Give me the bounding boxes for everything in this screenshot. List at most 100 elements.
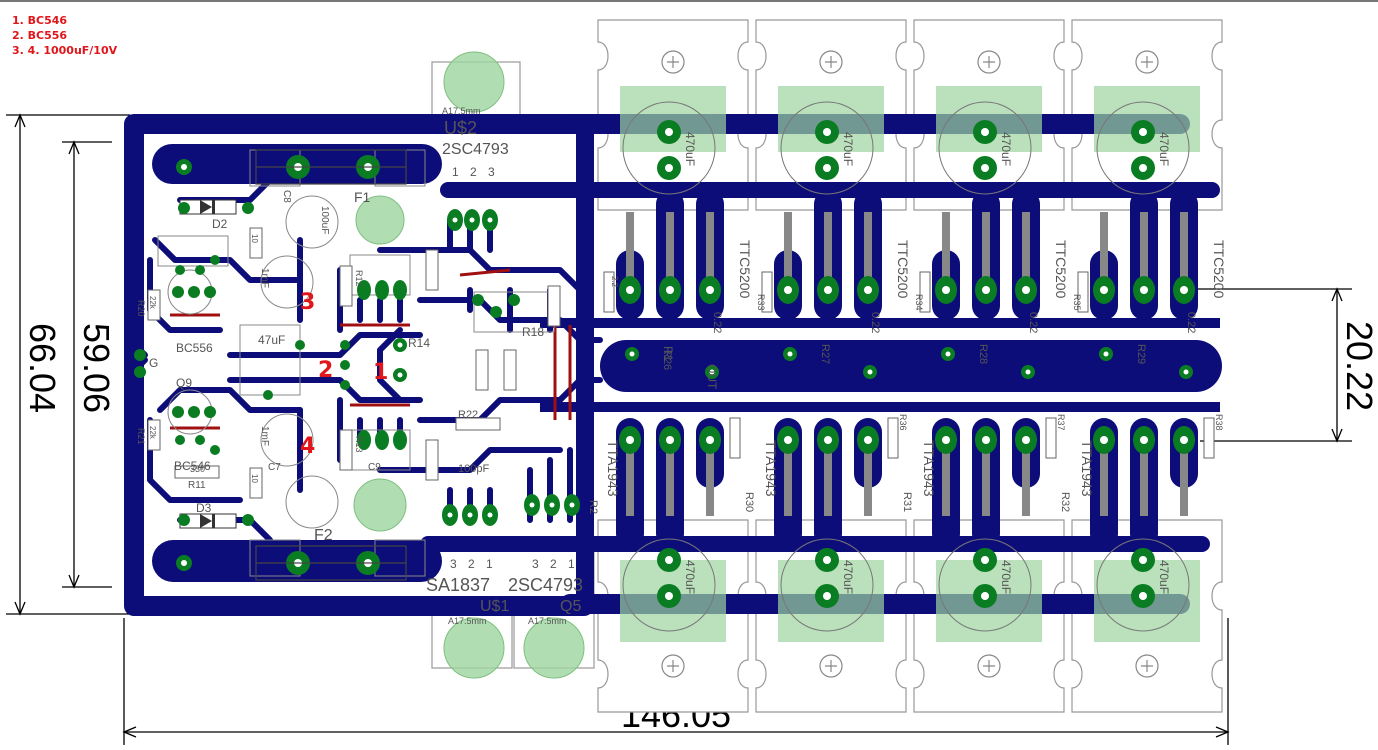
label-g: G bbox=[149, 356, 158, 370]
cap-value-top-1: 470uF bbox=[683, 132, 697, 166]
trimmer-pots bbox=[353, 51, 585, 679]
u1-pin-1: 1 bbox=[486, 557, 493, 571]
u1-pin-2: 2 bbox=[468, 557, 475, 571]
label-out: OUT bbox=[705, 364, 719, 390]
tta1943-label-3: TTA1943 bbox=[921, 440, 937, 497]
dimension-rail-gap: 20.22 bbox=[1339, 321, 1378, 411]
label-1mf-bot: 1mF bbox=[259, 426, 270, 446]
r32-label: R32 bbox=[1059, 492, 1071, 512]
u2-pin-1: 1 bbox=[452, 165, 459, 179]
note-3: 3. 4. 1000uF/10V bbox=[12, 44, 118, 57]
r2-label: R2 bbox=[587, 500, 599, 514]
label-1mf-top: 1mF bbox=[259, 268, 270, 288]
label-r11: R11 bbox=[188, 480, 206, 491]
cap-value-top-2: 470uF bbox=[841, 132, 855, 166]
label-10-bot: 10 bbox=[250, 474, 259, 483]
label-bc556: BC556 bbox=[176, 341, 213, 355]
ttc5200-label-1: TTC5200 bbox=[737, 240, 753, 299]
marker-1: 1 bbox=[373, 360, 388, 385]
diodes bbox=[179, 199, 237, 529]
label-bc546: BC546 bbox=[174, 459, 211, 473]
q5-pin-3: 3 bbox=[532, 557, 539, 571]
emitter-res-4: 0.22 bbox=[1185, 312, 1197, 333]
r37-label: R37 bbox=[1056, 414, 1066, 431]
r27-label: R27 bbox=[819, 344, 831, 364]
tta1943-label-4: TTA1943 bbox=[1079, 440, 1095, 497]
r29-label: R29 bbox=[1135, 344, 1147, 364]
dimension-height-outer: 66.04 bbox=[22, 323, 63, 413]
ttc5200-label-4: TTC5200 bbox=[1211, 240, 1227, 299]
r34-label: R34 bbox=[914, 294, 924, 311]
fuse-holders bbox=[255, 149, 407, 581]
cap-value-top-3: 470uF bbox=[999, 132, 1013, 166]
r36-label-top: R36 bbox=[898, 414, 908, 431]
label-a17-top: A17.5mm bbox=[442, 106, 481, 116]
label-100uf-top: 100uF bbox=[319, 206, 330, 234]
q5-label: Q5 bbox=[560, 598, 581, 615]
dimension-height-inner: 59.06 bbox=[76, 323, 117, 413]
emitter-res-3: 0.22 bbox=[1027, 312, 1039, 333]
label-r18: R18 bbox=[522, 325, 544, 339]
r38-label: R38 bbox=[1214, 414, 1224, 431]
label-d3: D3 bbox=[196, 501, 212, 515]
transistor-pads bbox=[619, 276, 1195, 454]
label-r14: R14 bbox=[408, 336, 430, 350]
cap-value-bot-3: 470uF bbox=[999, 560, 1013, 594]
bulk-capacitors bbox=[620, 86, 1200, 642]
u1-part-label: SA1837 bbox=[426, 575, 490, 595]
label-22k-top: 22k bbox=[148, 296, 157, 310]
r33-label: R33 bbox=[756, 294, 766, 311]
cap-value-bot-4: 470uF bbox=[1157, 560, 1171, 594]
ttc5200-label-2: TTC5200 bbox=[895, 240, 911, 299]
q5-part-label: 2SC4793 bbox=[508, 575, 583, 595]
cap-value-bot-2: 470uF bbox=[841, 560, 855, 594]
label-330: 330 bbox=[190, 464, 205, 474]
label-22k-bot: 22k bbox=[148, 426, 157, 440]
mounting-holes bbox=[661, 50, 1159, 678]
label-r13: R13 bbox=[354, 436, 364, 453]
label-r12: R12 bbox=[354, 270, 364, 287]
tta1943-label-1: TTA1943 bbox=[605, 440, 621, 497]
r30-label: R30 bbox=[743, 492, 755, 512]
note-1: 1. BC546 bbox=[12, 14, 68, 27]
label-r20: R20 bbox=[136, 300, 146, 317]
label-c7: C7 bbox=[268, 462, 281, 473]
r28-label: R28 bbox=[977, 344, 989, 364]
u2-pin-2: 2 bbox=[470, 165, 477, 179]
label-r1: R1 bbox=[661, 346, 675, 362]
emitter-res-1: 0.22 bbox=[711, 312, 723, 333]
label-res-value: 2.2 bbox=[610, 276, 619, 288]
label-47uf: 47uF bbox=[258, 333, 285, 347]
parts-notes: 1. BC546 2. BC556 3. 4. 1000uF/10V bbox=[12, 13, 117, 58]
tta1943-label-2: TTA1943 bbox=[763, 440, 779, 497]
r26-label: R26 bbox=[661, 350, 673, 370]
u2-label: U$2 bbox=[444, 118, 477, 138]
label-r22: R22 bbox=[458, 409, 478, 421]
cap-value-top-4: 470uF bbox=[1157, 132, 1171, 166]
cap-value-bot-1: 470uF bbox=[683, 560, 697, 594]
dimension-lines bbox=[6, 113, 1352, 745]
bias-resistors bbox=[603, 271, 1215, 459]
marker-4: 4 bbox=[300, 434, 315, 459]
r31-label: R31 bbox=[901, 492, 913, 512]
label-c8: C8 bbox=[281, 190, 292, 203]
small-resistors bbox=[147, 227, 561, 499]
label-f1: F1 bbox=[354, 189, 371, 205]
u1-pin-3: 3 bbox=[450, 557, 457, 571]
label-c9: C9 bbox=[368, 462, 381, 473]
marker-3: 3 bbox=[300, 290, 315, 315]
label-100pf: 100pF bbox=[458, 463, 489, 475]
label-f2: F2 bbox=[314, 527, 333, 544]
u2-pin-3: 3 bbox=[488, 165, 495, 179]
note-2: 2. BC556 bbox=[12, 29, 68, 42]
label-a17-bot1: A17.5mm bbox=[448, 616, 487, 626]
label-a17-bot2: A17.5mm bbox=[528, 616, 567, 626]
transistor-legs bbox=[626, 212, 1188, 516]
label-r21: R21 bbox=[136, 428, 146, 445]
q5-pin-1: 1 bbox=[568, 557, 575, 571]
emitter-res-2: 0.22 bbox=[869, 312, 881, 333]
ttc5200-label-3: TTC5200 bbox=[1053, 240, 1069, 299]
r35-label: R35 bbox=[1072, 294, 1082, 311]
u1-label: U$1 bbox=[480, 598, 509, 615]
